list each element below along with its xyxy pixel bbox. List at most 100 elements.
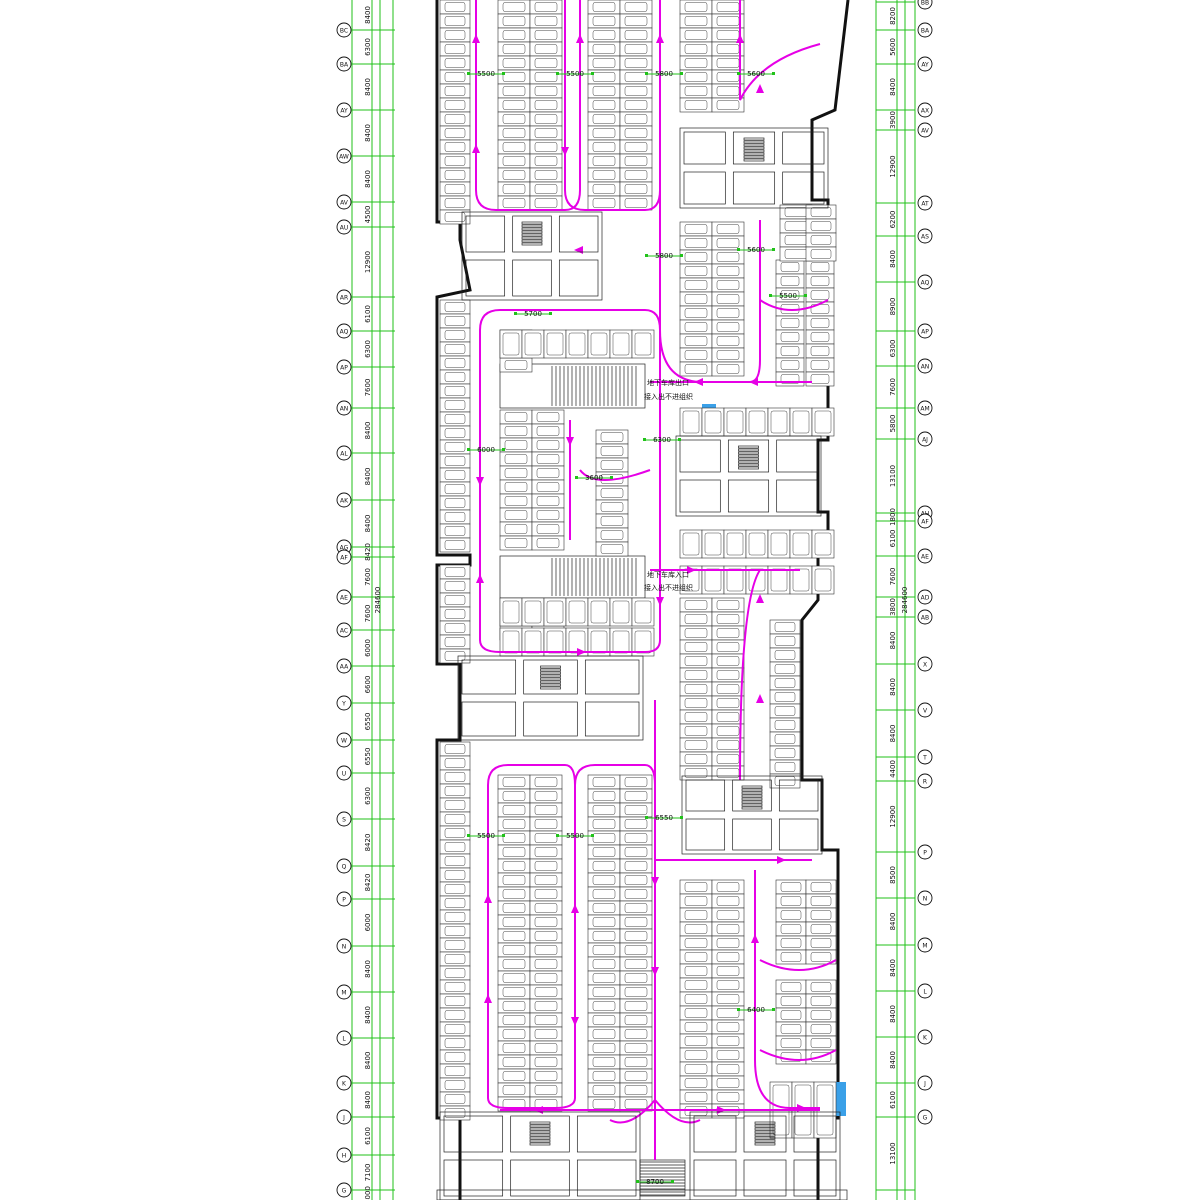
car-outline — [502, 198, 526, 208]
car-outline — [592, 198, 616, 208]
car-outline — [716, 980, 740, 990]
car-outline — [568, 600, 586, 624]
parking-stall — [775, 343, 805, 359]
car-outline — [534, 114, 558, 124]
car-outline — [810, 996, 832, 1006]
car-outline — [502, 847, 526, 857]
dimension-label: 8400 — [889, 250, 897, 268]
car-outline — [684, 308, 708, 318]
car-outline — [624, 198, 648, 208]
car-outline — [600, 516, 624, 526]
aisle-width-label: 5500 — [566, 70, 584, 78]
dimension-tick — [549, 312, 552, 315]
car-outline — [534, 805, 558, 815]
parking-stall — [769, 633, 801, 649]
axis-label: AN — [340, 406, 349, 413]
car-outline — [534, 58, 558, 68]
car-outline — [502, 861, 526, 871]
car-outline — [592, 86, 616, 96]
car-outline — [624, 86, 648, 96]
room — [776, 439, 818, 473]
car-outline — [444, 772, 466, 782]
parking-stall — [439, 951, 471, 967]
dimension-tick — [737, 72, 740, 75]
car-outline — [534, 1029, 558, 1039]
car-outline — [684, 1008, 708, 1018]
axis-label: K — [923, 1035, 928, 1042]
dimension-label: 7600 — [364, 379, 372, 397]
stair-tread — [540, 671, 561, 675]
car-outline — [810, 938, 832, 948]
car-outline — [716, 1064, 740, 1074]
stair-tread — [738, 454, 759, 458]
aisle-width-label: 6550 — [655, 814, 673, 822]
room — [778, 779, 819, 812]
dimension-label: 6100 — [889, 1091, 897, 1109]
car-outline — [502, 114, 526, 124]
aisle-width-label: 3600 — [585, 474, 603, 482]
axis-label: J — [342, 1115, 345, 1122]
lane-arrow — [736, 34, 744, 43]
parking-stall — [439, 537, 471, 553]
car-outline — [810, 374, 830, 384]
aisle-width-label: 6400 — [747, 1006, 765, 1014]
dimension-tick — [671, 1180, 674, 1183]
axis-bubble — [917, 0, 933, 10]
dimension-label: 6550 — [364, 748, 372, 766]
stair-tread — [738, 445, 759, 449]
axis-label: R — [923, 779, 927, 786]
stair-tread — [738, 457, 759, 461]
parking-stall — [631, 329, 655, 359]
axis-label: AQ — [340, 329, 349, 336]
car-outline — [502, 44, 526, 54]
stair-tread — [754, 1133, 776, 1137]
car-outline — [536, 426, 560, 436]
dimension-label: 12900 — [889, 155, 897, 177]
dimension-tick — [502, 448, 505, 451]
lane-arrow — [656, 597, 664, 606]
car-outline — [502, 1001, 526, 1011]
axis-label: N — [923, 896, 928, 903]
traffic-lane — [739, 0, 821, 101]
axis-bubble — [336, 938, 352, 954]
stair-tread — [540, 680, 561, 684]
stair-tread — [738, 448, 759, 452]
parking-stall — [439, 139, 471, 155]
car-outline — [504, 412, 528, 422]
car-outline — [444, 856, 466, 866]
lane-arrow — [756, 594, 764, 603]
car-outline — [444, 926, 466, 936]
car-outline — [684, 684, 708, 694]
parking-stall — [439, 111, 471, 127]
car-outline — [502, 600, 520, 624]
car-outline — [810, 346, 830, 356]
car-outline — [716, 1036, 740, 1046]
traffic-lane — [609, 1099, 701, 1124]
car-outline — [684, 322, 708, 332]
car-outline — [716, 600, 740, 610]
car-outline — [444, 828, 466, 838]
car-outline — [780, 360, 800, 370]
dimension-tick — [804, 294, 807, 297]
dimension-tick — [467, 72, 470, 75]
axis-bubble — [917, 22, 933, 38]
dimension-label: 8400 — [889, 959, 897, 977]
parking-stall — [775, 1021, 807, 1037]
axis-bubble — [917, 400, 933, 416]
stair-tread — [521, 221, 543, 225]
axis-label: AA — [340, 664, 349, 671]
car-outline — [624, 72, 648, 82]
lane-arrow — [472, 144, 480, 153]
aisle-width-label: 5800 — [655, 70, 673, 78]
axis-bubble — [336, 1075, 352, 1091]
stair-tread — [540, 668, 561, 672]
parking-stall — [439, 634, 471, 650]
parking-stall — [805, 907, 837, 923]
dimension-label: 6200 — [889, 211, 897, 229]
car-outline — [624, 931, 648, 941]
room — [793, 1115, 837, 1153]
car-outline — [810, 318, 830, 328]
aisle-width-label: 5500 — [566, 832, 584, 840]
car-outline — [536, 440, 560, 450]
